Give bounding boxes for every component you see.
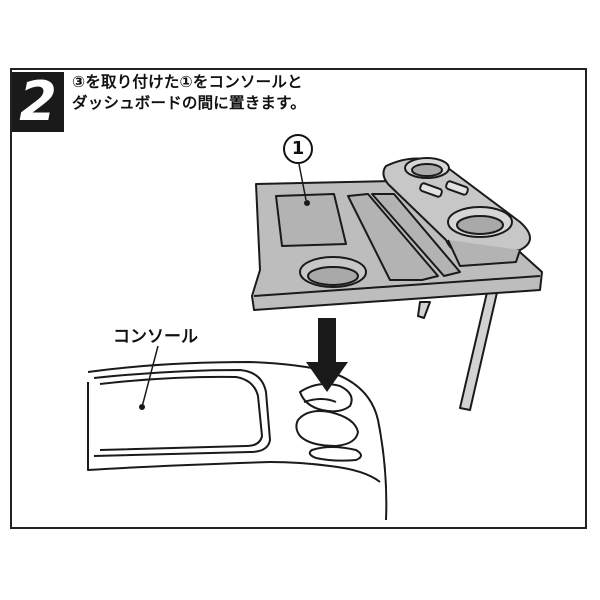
illustration-frame [10, 68, 587, 529]
tray-pocket-left [275, 193, 347, 247]
step-badge: 2 [12, 72, 64, 132]
holder-slot-2 [445, 180, 469, 196]
down-arrow [306, 318, 348, 392]
console-leader-dot [139, 404, 145, 410]
console-leader-line [141, 345, 159, 408]
tray-leg-short [417, 301, 431, 319]
tray-slot-2 [371, 193, 461, 277]
part-number-label: 1 [283, 134, 313, 164]
step-number: 2 [19, 70, 57, 133]
console-cupholder-3 [308, 446, 362, 462]
console-outline-side [87, 382, 271, 471]
console-cupholder-2 [295, 410, 359, 447]
instruction-line-2: ダッシュボードの間に置きます。 [72, 94, 306, 112]
part-leader-line [298, 163, 307, 201]
part-leader-dot [304, 200, 310, 206]
console-lid [93, 369, 271, 457]
console-label: コンソール [113, 327, 198, 347]
holder-slot-1 [419, 182, 443, 198]
console-lid-inner [99, 375, 263, 451]
instruction-line-1: ③を取り付けた①をコンソールと [72, 73, 303, 91]
tray-drawing [251, 157, 543, 411]
tray-slot-1 [347, 193, 439, 281]
instruction-text: ③を取り付けた①をコンソールと ダッシュボードの間に置きます。 [72, 72, 306, 114]
console-drawing [87, 361, 388, 521]
tray-leg-long [459, 287, 499, 411]
